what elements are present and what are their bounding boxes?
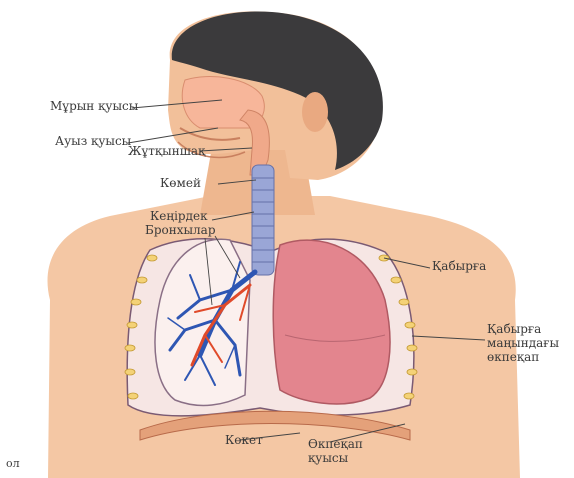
label-oral-cavity: Ауыз қуысы [55, 135, 131, 149]
label-bronchi: Бронхылар [145, 224, 216, 238]
trachea [252, 165, 274, 275]
label-pleural-cavity: Өкпеқап қуысы [308, 438, 363, 466]
label-diaphragm: Көкет [225, 434, 263, 448]
label-nasal-cavity: Мұрын қуысы [50, 100, 138, 114]
label-pleura-line1: Қабырға [487, 323, 559, 337]
label-pleura-line3: өкпеқап [487, 351, 559, 365]
label-larynx: Көмей [160, 177, 201, 191]
label-pleural-cavity-line2: қуысы [308, 452, 363, 466]
ear [302, 92, 328, 132]
label-ribs: Қабырға [432, 260, 486, 274]
label-pleural-cavity-line1: Өкпеқап [308, 438, 363, 452]
label-pleura: Қабырға маңындағы өкпеқап [487, 323, 559, 364]
label-pleura-line2: маңындағы [487, 337, 559, 351]
corner-text: ол [6, 458, 20, 471]
label-pharynx: Жұтқыншақ [128, 145, 205, 159]
label-trachea: Кеңірдек [150, 210, 208, 224]
